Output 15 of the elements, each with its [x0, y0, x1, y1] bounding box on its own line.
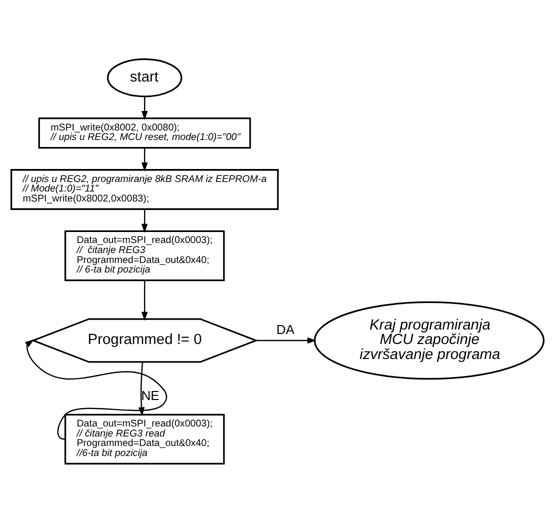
arrow: [256, 336, 316, 344]
node-box: Data_out=mSPI_read(0x0003); // čitanje REG3 Programmed=Data_out&0x40; // 6-ta bit pozicija: [64, 230, 225, 281]
node-ellipse: start: [106, 58, 182, 97]
arrow: [141, 208, 148, 232]
edge-label: DA: [276, 321, 294, 336]
node-ellipse: Kraj programiranja MCU započinje izvršavanje programa: [314, 300, 544, 380]
arrow: [138, 361, 145, 416]
arrow: [141, 96, 148, 120]
arrow: [141, 280, 148, 320]
arrow: [24, 338, 168, 440]
node-box: // upis u REG2, programiranje 8kB SRAM iz EEPROM-a // Mode(1:0)="11" mSPI_write(0x8002,0x0083);: [10, 168, 279, 210]
arrow: [141, 148, 148, 172]
node-box: Data_out=mSPI_read(0x0003); // čitanje REG3 read Programmed=Data_out&0x40; //6-ta bit pozicija: [64, 413, 225, 464]
edge-label: NE: [141, 387, 160, 402]
node-box: mSPI_write(0x8002, 0x0080); // upis u REG2, MCU reset, mode(1:0)="00": [38, 117, 251, 148]
